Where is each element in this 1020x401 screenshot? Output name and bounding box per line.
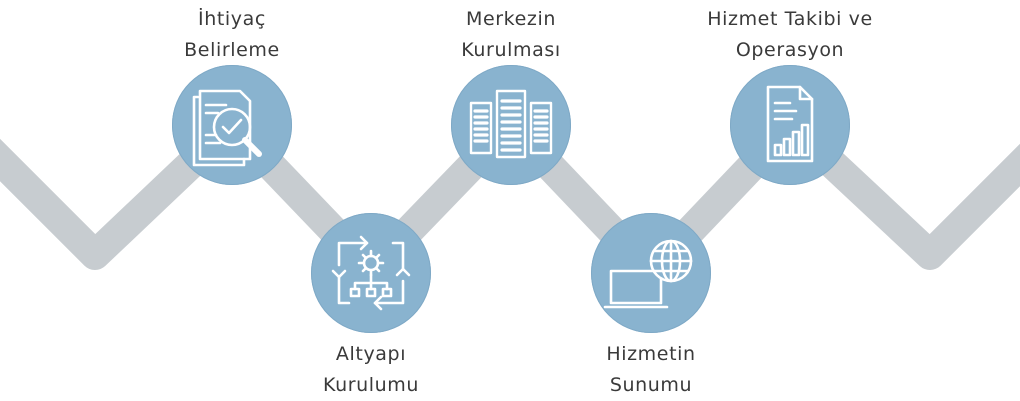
laptop-globe-icon xyxy=(603,239,693,309)
step-circle-altyapi-kurulumu xyxy=(311,213,431,333)
server-racks-icon xyxy=(469,89,553,159)
report-bar-chart-icon xyxy=(766,85,814,163)
step-circle-hizmet-takibi-operasyon xyxy=(730,65,850,185)
document-magnifier-check-icon xyxy=(192,89,262,167)
gear-network-cycle-icon xyxy=(331,235,411,311)
step-circle-ihtiyac-belirleme xyxy=(172,65,292,185)
step-circle-hizmetin-sunumu xyxy=(591,213,711,333)
step-circle-merkezin-kurulmasi xyxy=(451,65,571,185)
